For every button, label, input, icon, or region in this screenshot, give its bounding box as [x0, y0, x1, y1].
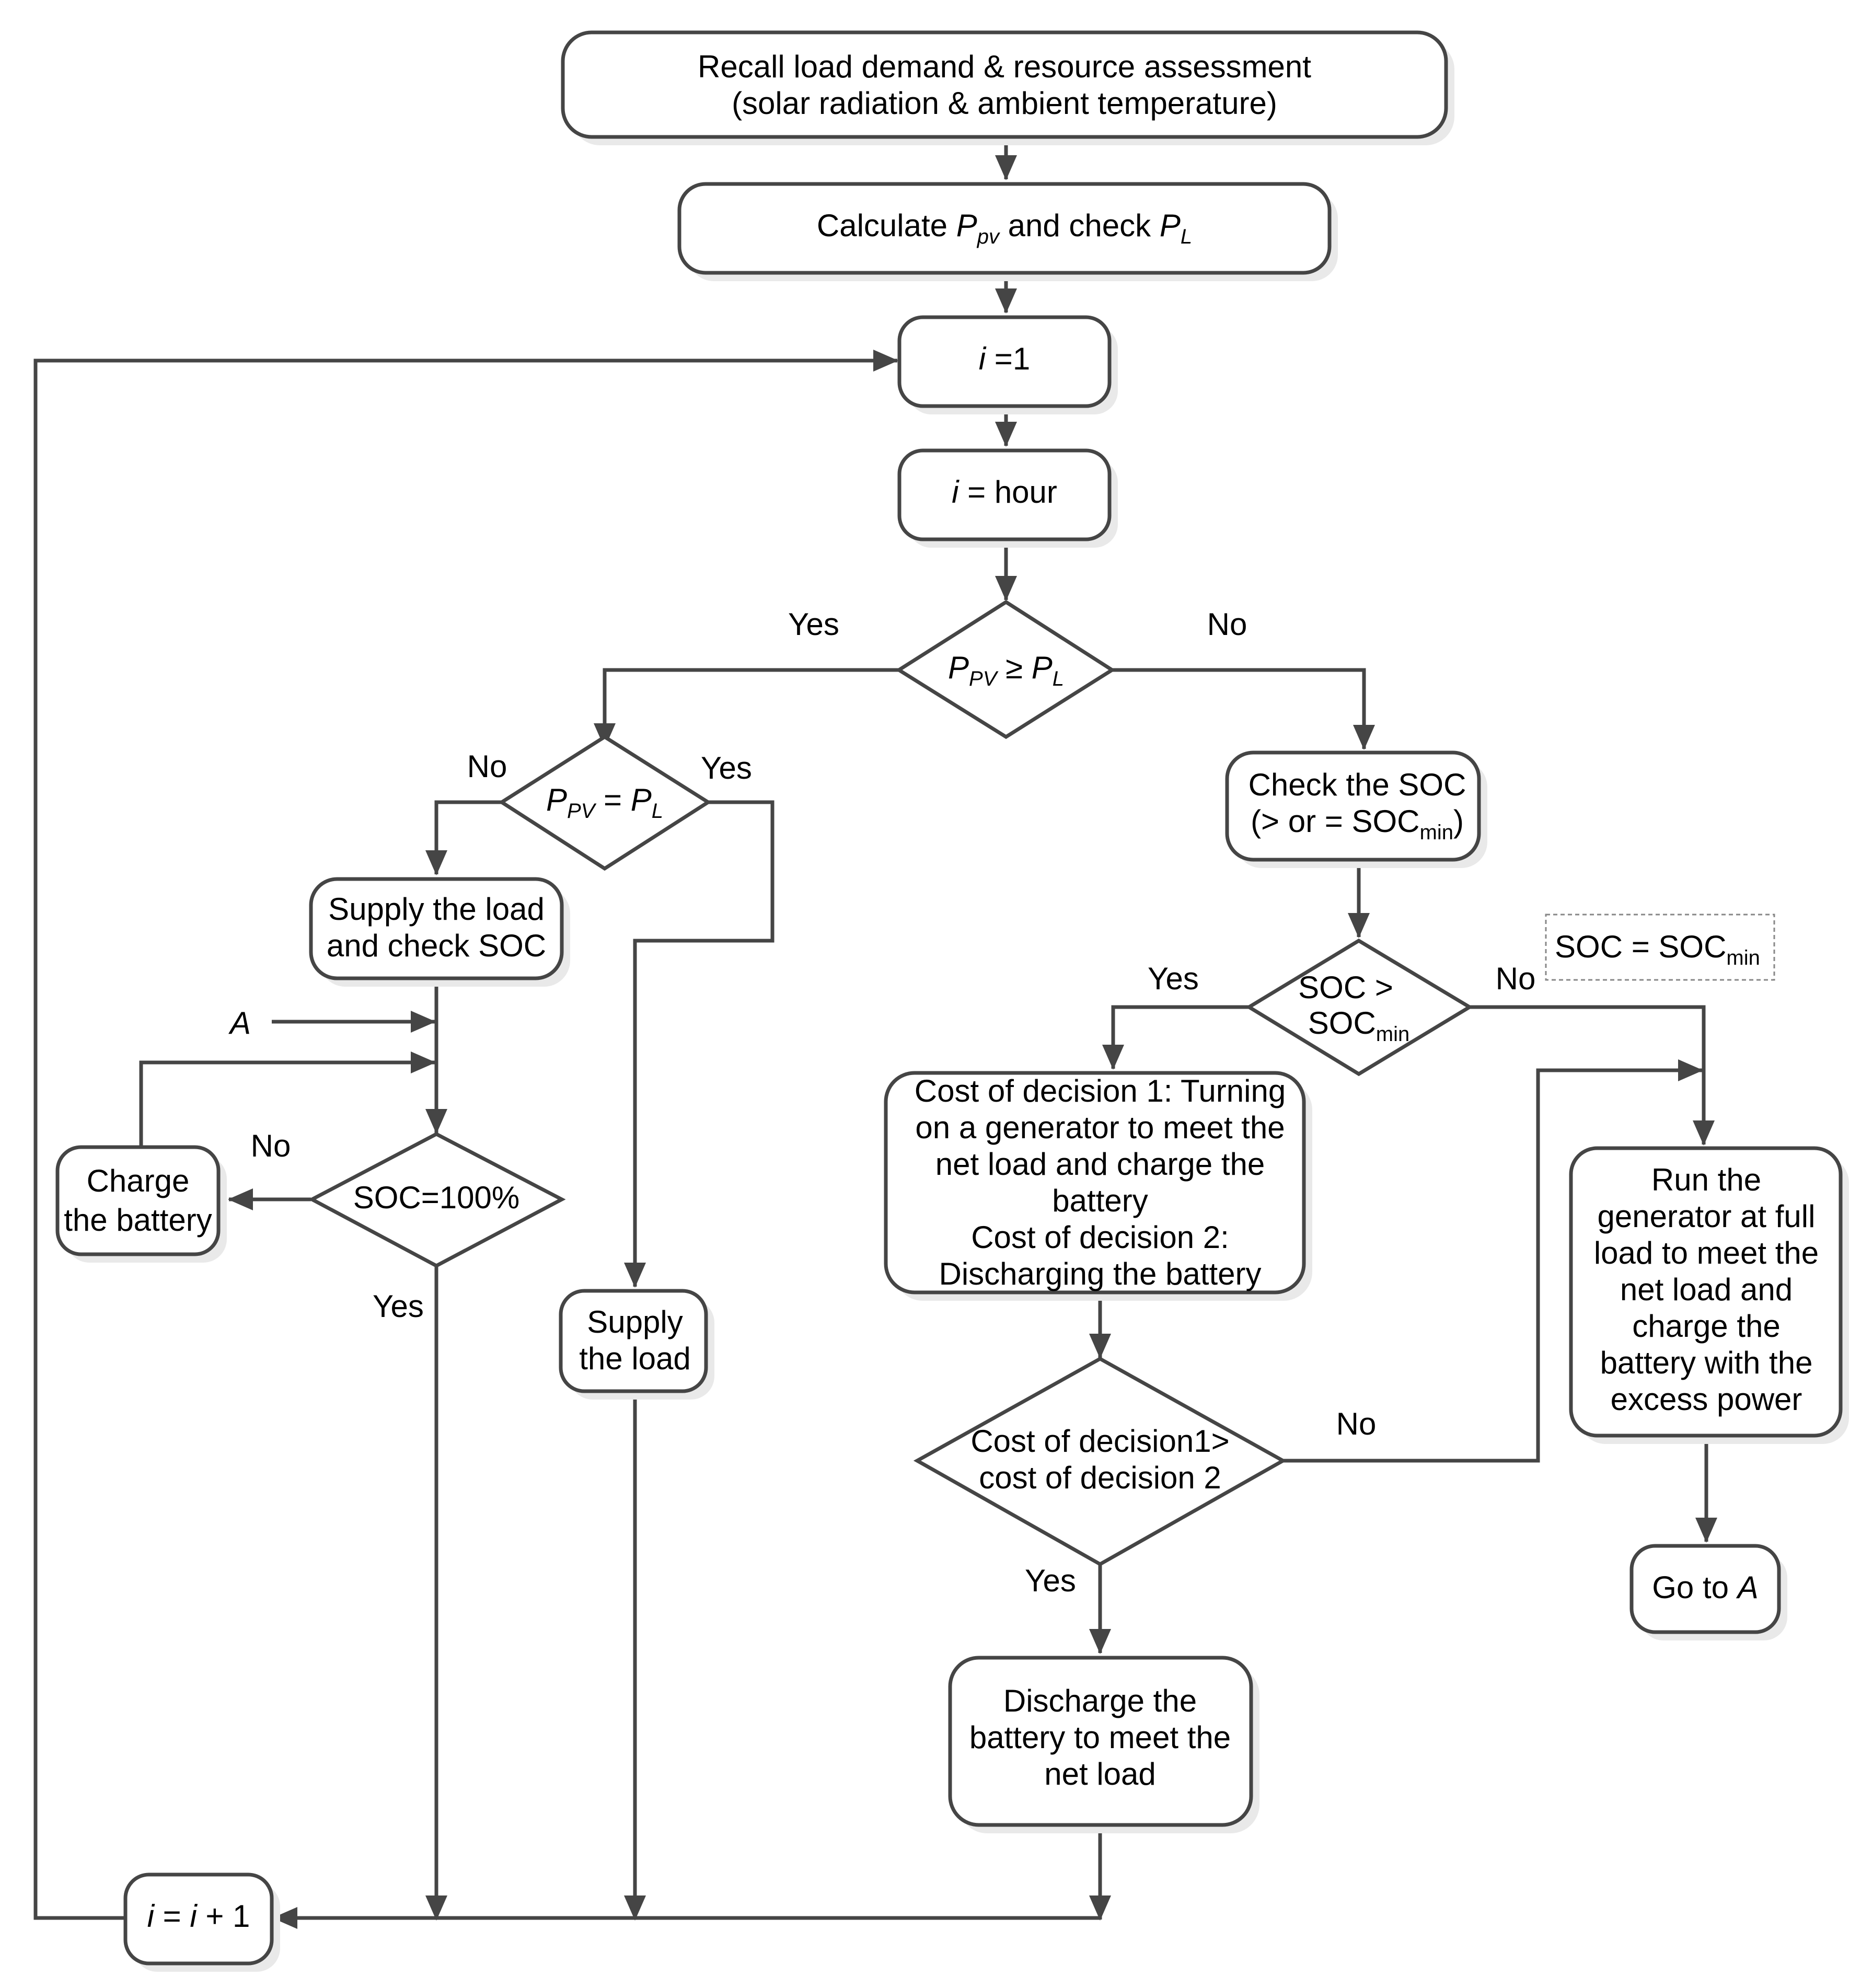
cost-line-2: on a generator to meet the [915, 1110, 1285, 1145]
run-line-2: generator at full [1598, 1199, 1816, 1234]
i-hour-text: i = hour [952, 475, 1057, 510]
note-soc-eq-min: SOC = SOCmin [1545, 914, 1775, 981]
run-line-1: Run the [1651, 1162, 1761, 1197]
arrow-socgt-yes [1102, 1005, 1249, 1070]
cost-compare-line1: Cost of decision1> [970, 1424, 1229, 1459]
label-socgt-no: No [1496, 961, 1536, 996]
supply-check-line2: and check SOC [327, 928, 546, 963]
recall-line2: (solar radiation & ambient temperature) [732, 86, 1277, 121]
supply-load-line1: Supply [587, 1304, 683, 1339]
i-increment-box: i = i + 1 [123, 1873, 280, 1972]
label-cmp-yes: Yes [1025, 1563, 1076, 1598]
note-text: SOC = SOCmin [1555, 929, 1760, 969]
supply-check-box: Supply the load and check SOC [309, 877, 570, 987]
decision-ppv-eq-pl: PPV = PL [498, 734, 712, 871]
recall-line1: Recall load demand & resource assessment [698, 49, 1311, 84]
check-soc-line1: Check the SOC [1249, 767, 1466, 802]
discharge-box: Discharge the battery to meet the net lo… [948, 1656, 1259, 1833]
arrow-charge-loop [139, 1051, 436, 1147]
arrow-eq-yes [624, 800, 775, 1288]
decision-ppv-ge-pl-text: PPV ≥ PL [948, 650, 1064, 690]
check-soc-line2: (> or = SOCmin) [1251, 804, 1464, 844]
label-soc100-no: No [251, 1128, 291, 1163]
soc-gt-line1: SOC > [1298, 970, 1393, 1005]
cost-compare-line2: cost of decision 2 [979, 1460, 1221, 1495]
arrow-eq-no [425, 800, 502, 875]
run-line-6: battery with the [1600, 1345, 1813, 1380]
arrow-main-yes [594, 668, 899, 748]
label-main-yes: Yes [788, 607, 839, 642]
label-connector-a: A [228, 1005, 251, 1041]
arrow-main-no [1112, 668, 1375, 750]
decision-ppv-eq-pl-text: PPV = PL [546, 782, 663, 823]
soc100-text: SOC=100% [353, 1180, 520, 1215]
check-soc-box: Check the SOC (> or = SOCmin) [1225, 750, 1487, 868]
arrow-compare-no [1283, 1059, 1703, 1463]
soc-gt-line2: SOCmin [1308, 1005, 1409, 1046]
label-main-no: No [1207, 607, 1247, 642]
edge-labels: Yes No No Yes No Yes Yes No No Yes A [228, 607, 1535, 1598]
i-init-text: i =1 [979, 341, 1030, 376]
cost-line-1: Cost of decision 1: Turning [915, 1073, 1286, 1108]
label-soc100-yes: Yes [373, 1289, 424, 1324]
decision-soc-gt-min: SOC > SOCmin [1245, 938, 1473, 1077]
cost-decision-box: Cost of decision 1: Turning on a generat… [884, 1071, 1312, 1301]
run-line-4: net load and [1620, 1272, 1793, 1307]
run-generator-lines: Run the generator at full load to meet t… [1594, 1162, 1819, 1417]
label-cmp-no: No [1336, 1406, 1377, 1441]
run-line-5: charge the [1632, 1309, 1781, 1344]
cost-line-5: Cost of decision 2: [971, 1220, 1229, 1255]
cost-line-3: net load and charge the [935, 1147, 1265, 1182]
decision-cost-compare: Cost of decision1> cost of decision 2 [913, 1356, 1287, 1567]
supply-load-box: Supply the load [559, 1289, 714, 1400]
i-hour-box: i = hour [897, 448, 1118, 548]
run-generator-box: Run the generator at full load to meet t… [1569, 1146, 1849, 1444]
calculate-text: Calculate Ppv and check PL [817, 208, 1192, 248]
arrow-loop-back [33, 350, 898, 1920]
run-line-7: excess power [1611, 1382, 1802, 1417]
decision-soc-100: SOC=100% [308, 1132, 566, 1268]
decision-ppv-ge-pl: PPV ≥ PL [895, 599, 1116, 739]
charge-battery-box: Charge the battery [55, 1145, 227, 1263]
charge-line1: Charge [87, 1163, 190, 1198]
label-socgt-yes: Yes [1148, 961, 1199, 996]
cost-line-4: battery [1052, 1183, 1148, 1218]
cost-line-6: Discharging the battery [939, 1256, 1262, 1291]
i-init-box: i =1 [897, 315, 1118, 414]
cost-decision-lines: Cost of decision 1: Turning on a generat… [915, 1073, 1286, 1291]
discharge-line-3: net load [1044, 1756, 1156, 1791]
goto-a-text: Go to A [1652, 1570, 1758, 1605]
calculate-box: Calculate Ppv and check PL [677, 182, 1338, 281]
run-line-3: load to meet the [1594, 1235, 1819, 1270]
arrow-socgt-no [1470, 1005, 1715, 1146]
charge-line2: the battery [64, 1203, 212, 1238]
label-eq-no: No [467, 749, 507, 784]
goto-a-box: Go to A [1629, 1544, 1787, 1640]
i-increment-text: i = i + 1 [147, 1899, 250, 1934]
connectors [33, 138, 1717, 1929]
discharge-line-2: battery to meet the [969, 1720, 1231, 1755]
label-eq-yes: Yes [701, 750, 752, 785]
supply-check-line1: Supply the load [328, 892, 545, 927]
supply-load-line2: the load [579, 1341, 691, 1376]
discharge-line-1: Discharge the [1003, 1683, 1197, 1718]
recall-box: Recall load demand & resource assessment… [561, 30, 1454, 145]
